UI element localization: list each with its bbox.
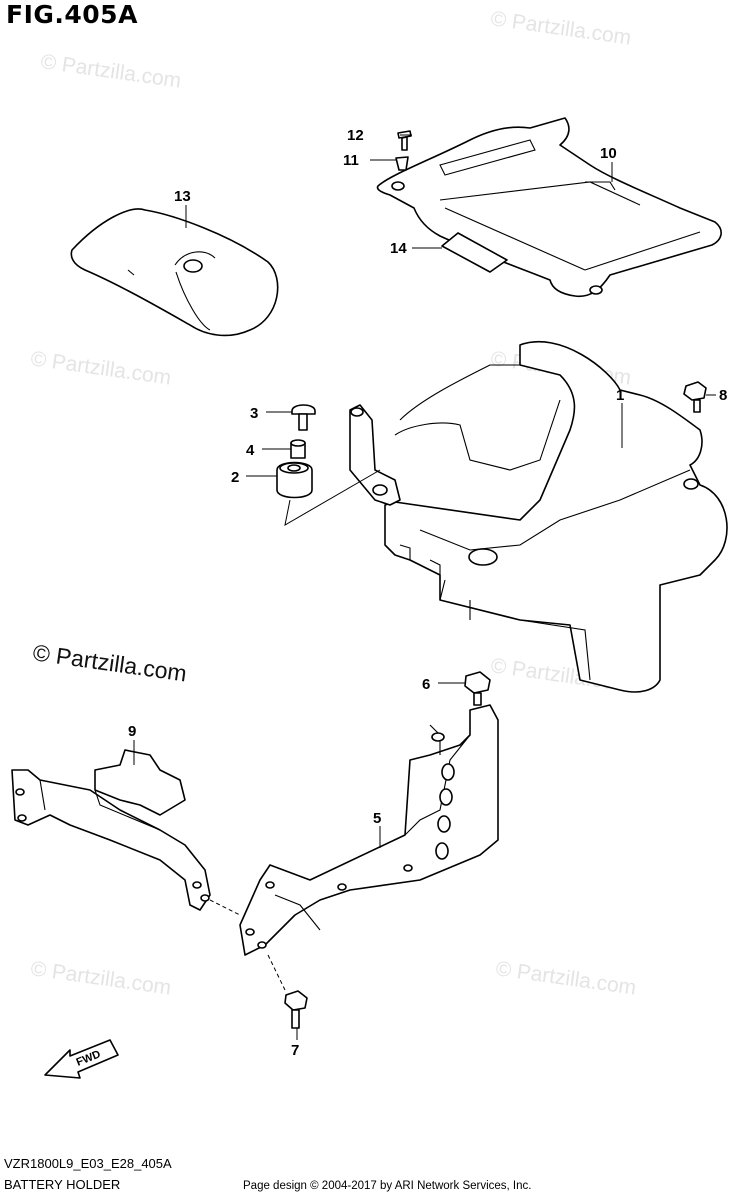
- part-12-screw: [397, 130, 412, 151]
- part-3-screw: [291, 404, 316, 431]
- leader-lines: [133, 134, 716, 1040]
- watermark-7: © Partzilla.com: [494, 957, 637, 999]
- watermark-1: © Partzilla.com: [39, 50, 182, 92]
- assembly-line-2: [284, 469, 381, 526]
- part-11-nut: [395, 156, 409, 171]
- callout-1: 1: [616, 387, 624, 404]
- callout-13: 13: [174, 188, 191, 205]
- part-8-bolt: [683, 381, 707, 413]
- callout-9: 9: [128, 723, 136, 740]
- watermark-6: © Partzilla.com: [29, 957, 172, 999]
- watermark-2: © Partzilla.com: [489, 7, 632, 49]
- callout-10: 10: [600, 145, 617, 162]
- watermark-3: © Partzilla.com: [29, 347, 172, 389]
- callout-6: 6: [422, 676, 430, 693]
- figure-name: BATTERY HOLDER: [4, 1177, 121, 1192]
- part-6-bolt: [464, 671, 491, 706]
- callout-3: 3: [250, 405, 258, 422]
- callout-8: 8: [719, 387, 727, 404]
- callout-11: 11: [343, 152, 359, 169]
- part-1-battery-tray: [349, 340, 728, 693]
- part-13-cover: [70, 208, 279, 337]
- part-5-bracket: [239, 704, 499, 956]
- callout-5: 5: [373, 810, 381, 827]
- part-10-top-plate: [376, 117, 722, 298]
- fwd-arrow-icon: FWD: [44, 1039, 119, 1079]
- part-9-bar-bracket: [11, 749, 211, 911]
- callouts: 1 2 3 4 5 6 7 8 9 10 11 12 13 14: [128, 127, 727, 1059]
- callout-2: 2: [231, 469, 239, 486]
- figure-code: VZR1800L9_E03_E28_405A: [4, 1156, 172, 1171]
- figure-title: FIG.405A: [6, 0, 138, 29]
- part-14-pad: [441, 232, 508, 273]
- assembly-line-9: [209, 899, 241, 916]
- part-4-collar: [290, 439, 306, 459]
- callout-14: 14: [390, 240, 407, 257]
- watermark-highlight: © Partzilla.com: [31, 639, 188, 686]
- part-7-bolt: [284, 990, 308, 1029]
- assembly-line-7: [267, 954, 286, 991]
- callout-4: 4: [246, 442, 255, 459]
- part-2-grommet: [276, 461, 313, 499]
- callout-12: 12: [347, 127, 364, 144]
- copyright-notice: Page design © 2004-2017 by ARI Network S…: [243, 1180, 532, 1192]
- callout-7: 7: [291, 1042, 299, 1059]
